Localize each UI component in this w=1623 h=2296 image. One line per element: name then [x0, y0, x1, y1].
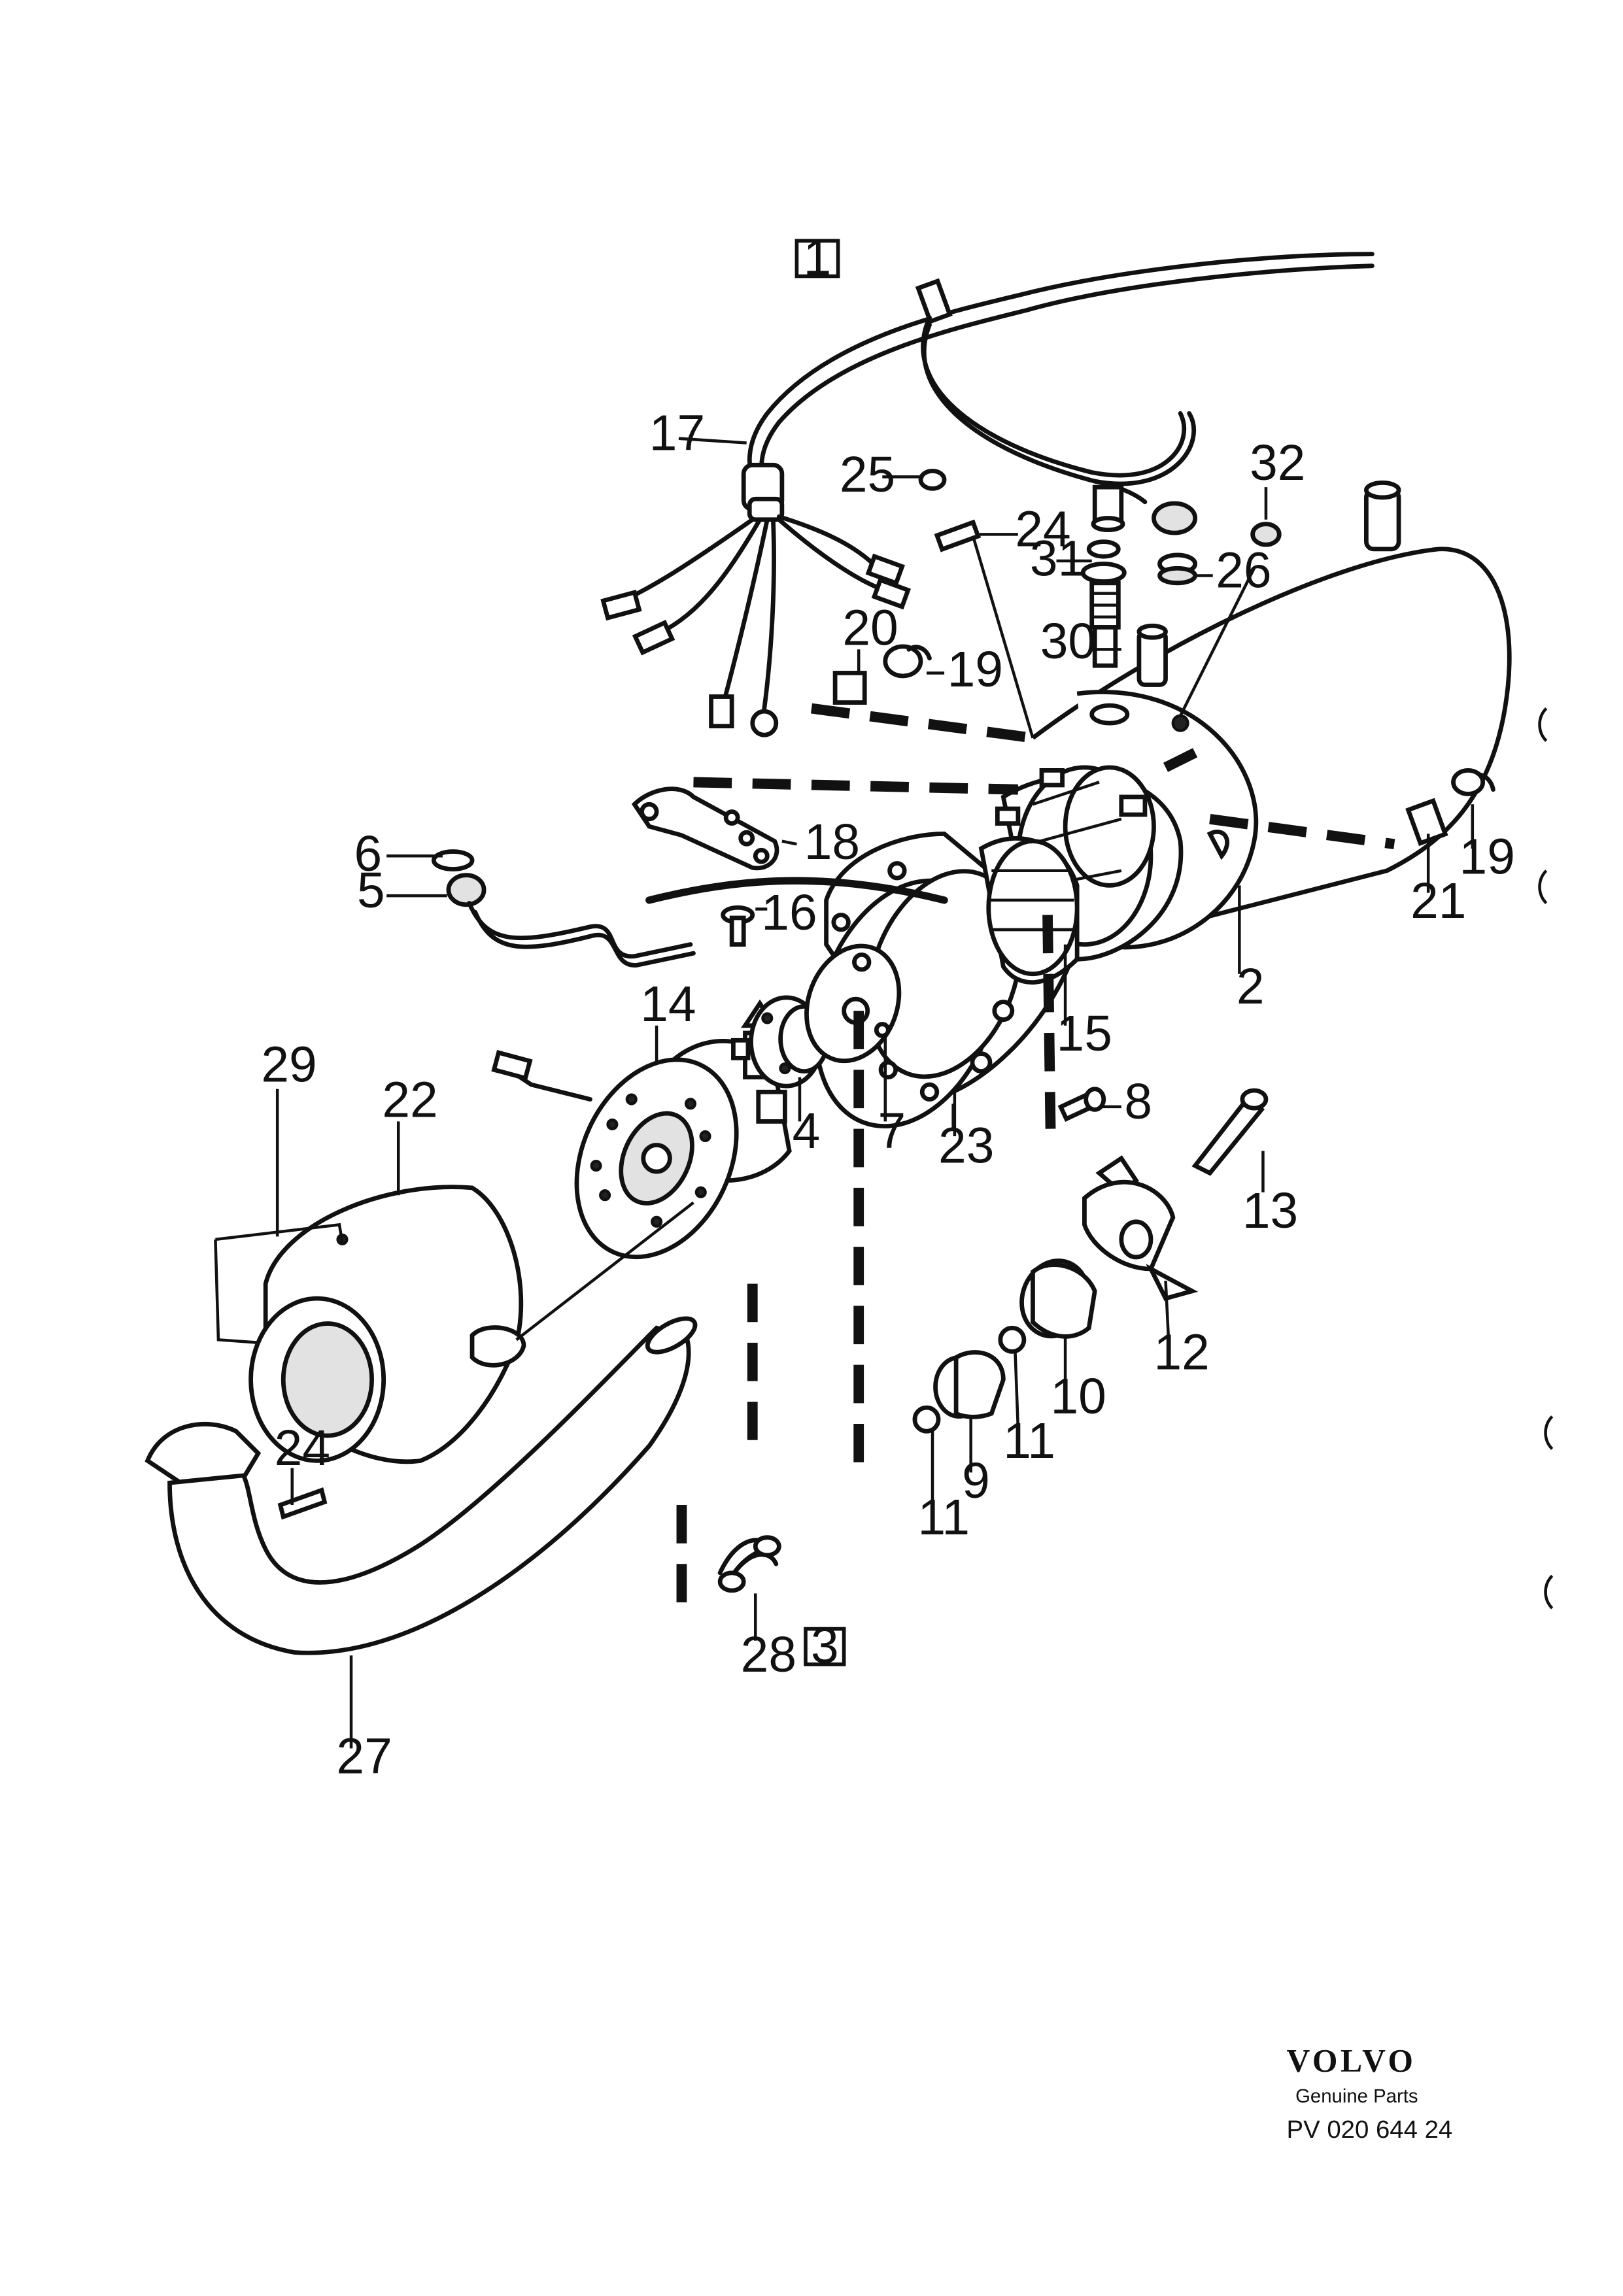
callout-18: 18: [804, 815, 860, 870]
blower-motor: [491, 999, 792, 1260]
volvo-logo: VOLVO: [1287, 2042, 1416, 2078]
callout-10: 10: [1051, 1369, 1106, 1425]
callout-7: 7: [878, 1104, 906, 1159]
coupling: [749, 995, 830, 1089]
assembly-lines: [676, 703, 1395, 1616]
callout-12: 12: [1153, 1325, 1209, 1380]
spring: [717, 1535, 781, 1593]
bracket: [631, 786, 779, 871]
callout-17: 17: [649, 406, 705, 462]
fan-blade: [1082, 1088, 1269, 1302]
callout-24-lower: 24: [275, 1421, 330, 1476]
callout-2: 2: [1237, 959, 1265, 1015]
callout-30: 30: [1040, 614, 1096, 669]
callout-31: 31: [1030, 532, 1085, 587]
callout-32: 32: [1250, 435, 1305, 491]
screw-8: [1057, 1087, 1106, 1122]
callout-11-lower: 11: [917, 1490, 970, 1545]
callout-29: 29: [261, 1037, 316, 1092]
callout-25: 25: [840, 447, 895, 503]
callout-5: 5: [357, 863, 385, 919]
disc: [804, 943, 902, 1064]
callout-11-upper: 11: [1003, 1413, 1055, 1469]
bearing-10: [1019, 1258, 1097, 1339]
boxed-reference-1: 1: [794, 230, 840, 286]
screw-16: [721, 905, 755, 947]
callout-15: 15: [1057, 1006, 1112, 1062]
bushing-9: [933, 1350, 1006, 1419]
temperature-sensor: [1080, 484, 1282, 668]
callout-24-upper: 24: [1015, 501, 1070, 557]
blower-housing: [214, 1185, 526, 1464]
callout-16: 16: [761, 885, 817, 941]
callout-21: 21: [1410, 873, 1466, 929]
callout-labels: 2 4 5 6 7 8 9 10 11 11 12 13 14 15 16 17…: [261, 406, 1514, 1785]
callout-8: 8: [1124, 1074, 1152, 1130]
leader-lines: [275, 437, 1475, 1749]
svg-text:3: 3: [811, 1618, 839, 1674]
volvo-logo-block: VOLVO Genuine Parts PV 020 644 24: [1287, 2042, 1453, 2144]
boxed-reference-3: 3: [804, 1618, 846, 1674]
callout-14: 14: [640, 977, 696, 1032]
svg-text:1: 1: [804, 230, 832, 286]
callout-28: 28: [741, 1627, 796, 1683]
part-code: PV 020 644 24: [1287, 2116, 1453, 2144]
callout-23: 23: [938, 1119, 994, 1174]
callout-19-right: 19: [1460, 829, 1515, 885]
callout-19-left: 19: [948, 642, 1003, 698]
callout-22: 22: [382, 1073, 437, 1128]
callout-26: 26: [1216, 543, 1271, 599]
logo-tagline: Genuine Parts: [1295, 2085, 1418, 2107]
margin-marks: [1538, 707, 1554, 1610]
fuel-line: [431, 849, 948, 968]
callout-27: 27: [336, 1729, 392, 1785]
air-duct: [145, 1316, 698, 1655]
callout-13: 13: [1242, 1183, 1298, 1239]
wiring-harness: [600, 252, 1375, 737]
callout-9: 9: [962, 1453, 990, 1509]
callout-20: 20: [842, 601, 898, 656]
callout-6: 6: [354, 826, 383, 882]
callout-4: 4: [793, 1104, 821, 1159]
connectors: [832, 468, 1495, 847]
washer-11: [912, 1325, 1027, 1434]
